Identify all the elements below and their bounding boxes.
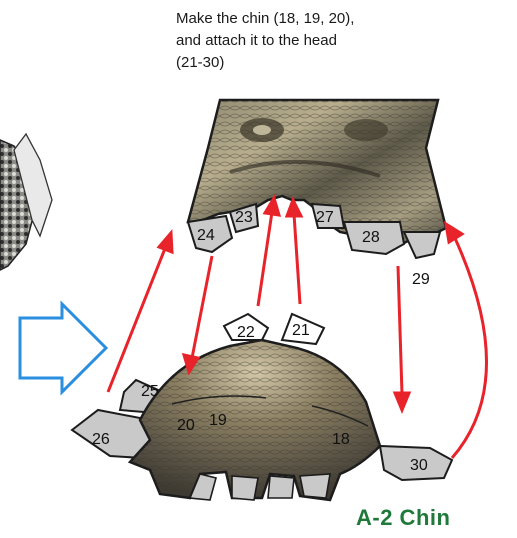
label-20: 20 xyxy=(177,417,195,434)
label-18: 18 xyxy=(332,431,350,448)
label-21: 21 xyxy=(292,322,310,339)
label-27: 27 xyxy=(316,209,334,226)
next-step-arrow-icon xyxy=(20,304,106,392)
label-28: 28 xyxy=(362,229,380,246)
step-title: A-2 Chin xyxy=(356,505,450,531)
label-26: 26 xyxy=(92,431,110,448)
label-25: 25 xyxy=(141,383,159,400)
tab-29 xyxy=(404,232,440,258)
label-29: 29 xyxy=(412,271,430,288)
label-19: 19 xyxy=(209,412,227,429)
label-30: 30 xyxy=(410,457,428,474)
label-23: 23 xyxy=(235,209,253,226)
label-22: 22 xyxy=(237,324,255,341)
label-24: 24 xyxy=(197,227,215,244)
previous-part-fragment xyxy=(0,134,52,270)
head-piece xyxy=(188,100,446,258)
